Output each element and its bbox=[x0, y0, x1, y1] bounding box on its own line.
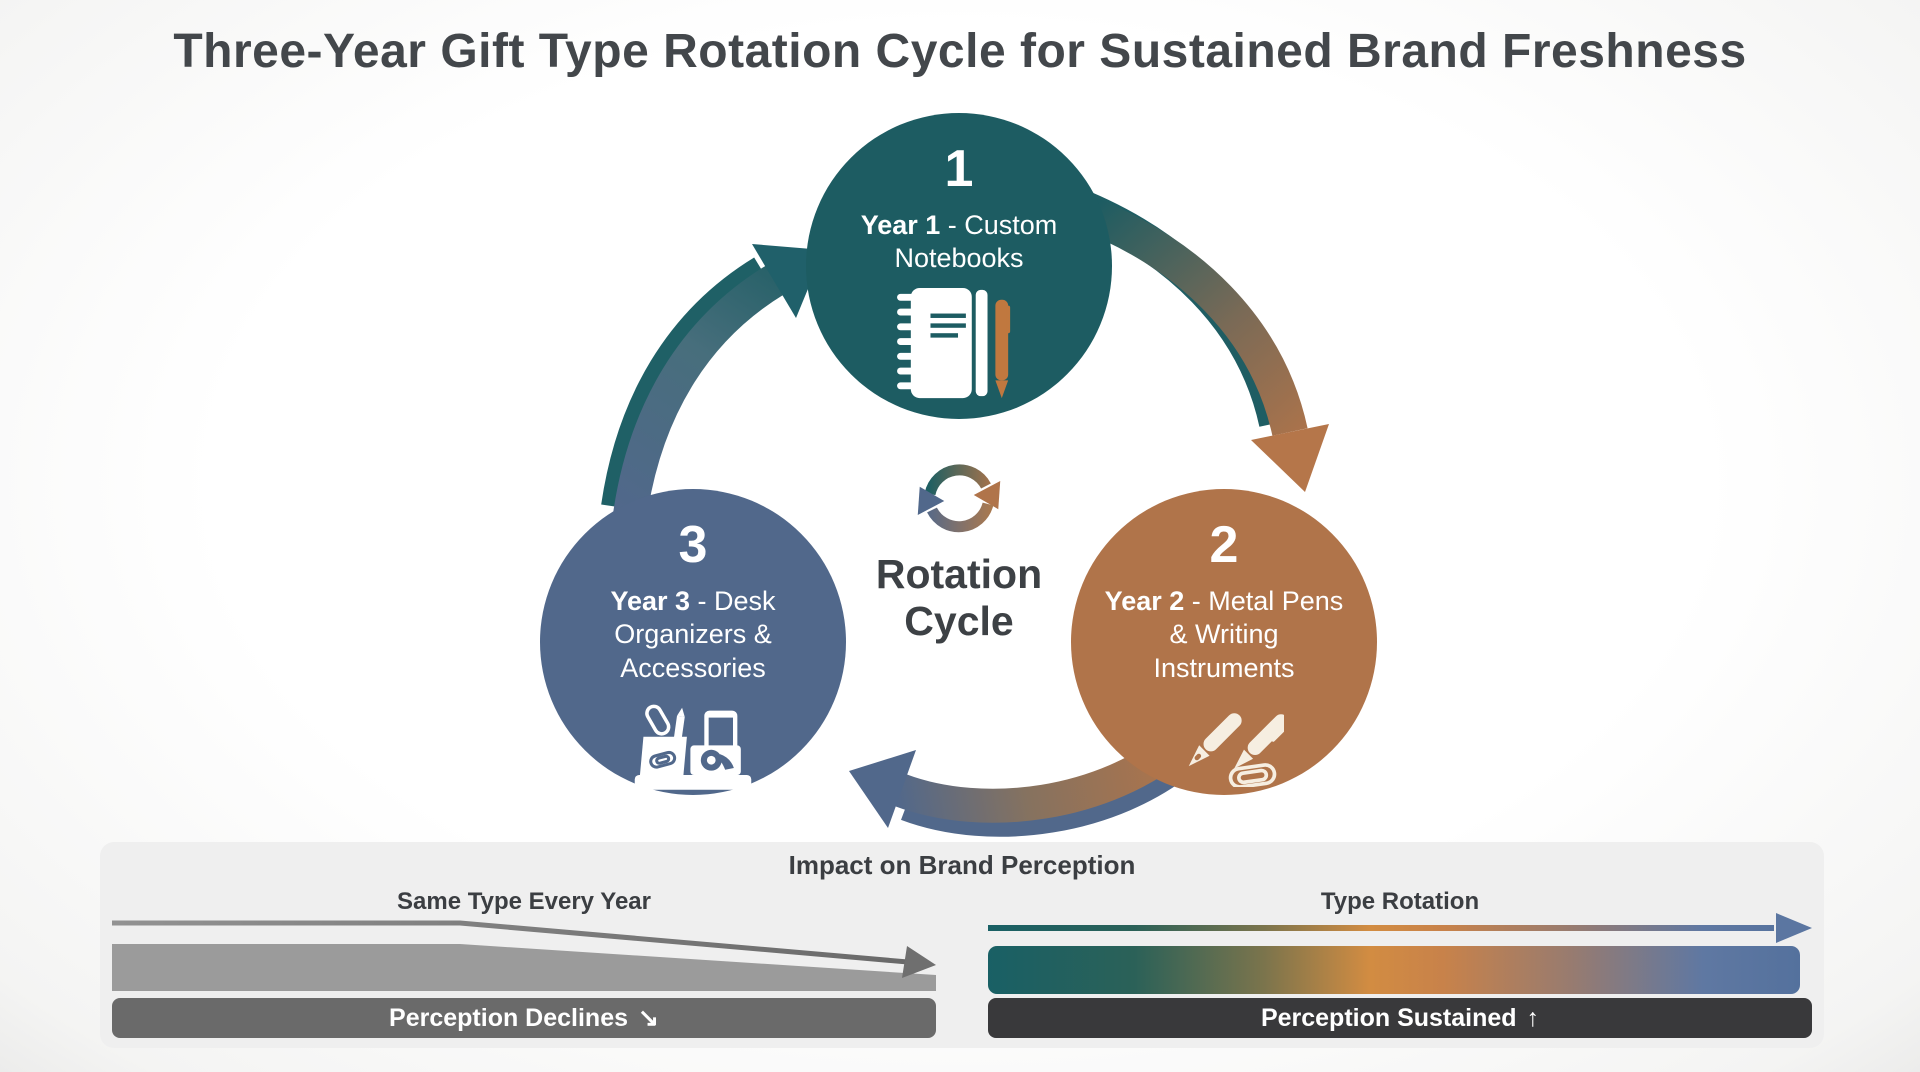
arrow-up-icon: ↑ bbox=[1526, 1004, 1540, 1032]
arrow-year3-to-year1 bbox=[601, 244, 824, 518]
perception-declines-text: Perception Declines bbox=[389, 1004, 629, 1032]
pen-glyph bbox=[995, 299, 1011, 399]
desk-organizer-icon bbox=[622, 695, 764, 800]
perception-sustained-badge: Perception Sustained ↑ bbox=[988, 998, 1812, 1038]
arrow-year1-to-year2 bbox=[1058, 184, 1329, 492]
rotation-gradient-bar bbox=[988, 946, 1800, 994]
decline-arrowhead bbox=[902, 946, 936, 978]
cycle-node-year2: 2 Year 2 - Metal Pens & Writing Instrume… bbox=[1071, 489, 1377, 795]
decline-arrow-line bbox=[112, 920, 909, 965]
node-label: Year 2 - Metal Pens & Writing Instrument… bbox=[1104, 586, 1344, 683]
rotation-cycle-label: Rotation Cycle bbox=[875, 551, 1043, 645]
perception-sustained-text: Perception Sustained bbox=[1260, 1004, 1517, 1032]
perception-declines-badge: Perception Declines ↘ bbox=[112, 998, 936, 1038]
node-label: Year 3 - Desk Organizers & Accessories bbox=[610, 586, 776, 683]
node-number: 1 bbox=[944, 140, 974, 198]
impact-panel: Impact on Brand Perception Same Type Eve… bbox=[100, 842, 1824, 1048]
arrow-down-right-icon: ↘ bbox=[638, 1004, 659, 1032]
decline-wedge-bar bbox=[112, 944, 936, 991]
node-label: Year 1 - Custom Notebooks bbox=[860, 210, 1058, 274]
cycle-node-year3: 3 Year 3 - Desk Organizers & Accessories bbox=[540, 489, 846, 795]
node-number: 2 bbox=[1209, 516, 1239, 574]
rotation-arrowhead bbox=[1776, 913, 1812, 943]
node-number: 3 bbox=[678, 516, 708, 574]
decline-trend-graphic bbox=[112, 920, 936, 991]
pens-paperclip-icon bbox=[1164, 695, 1290, 792]
impact-panel-title: Impact on Brand Perception bbox=[788, 850, 1136, 880]
type-rotation-label: Type Rotation bbox=[1320, 888, 1480, 915]
rotation-trend-graphic bbox=[988, 913, 1812, 994]
rotation-cycle-icon bbox=[917, 464, 1001, 533]
notebook-pen-icon bbox=[895, 286, 1023, 409]
rotation-center: Rotation Cycle bbox=[809, 448, 1109, 645]
cycle-node-year1: 1 Year 1 - Custom Notebooks bbox=[806, 113, 1112, 419]
same-type-label: Same Type Every Year bbox=[397, 888, 651, 915]
page-title: Three-Year Gift Type Rotation Cycle for … bbox=[173, 25, 1747, 78]
